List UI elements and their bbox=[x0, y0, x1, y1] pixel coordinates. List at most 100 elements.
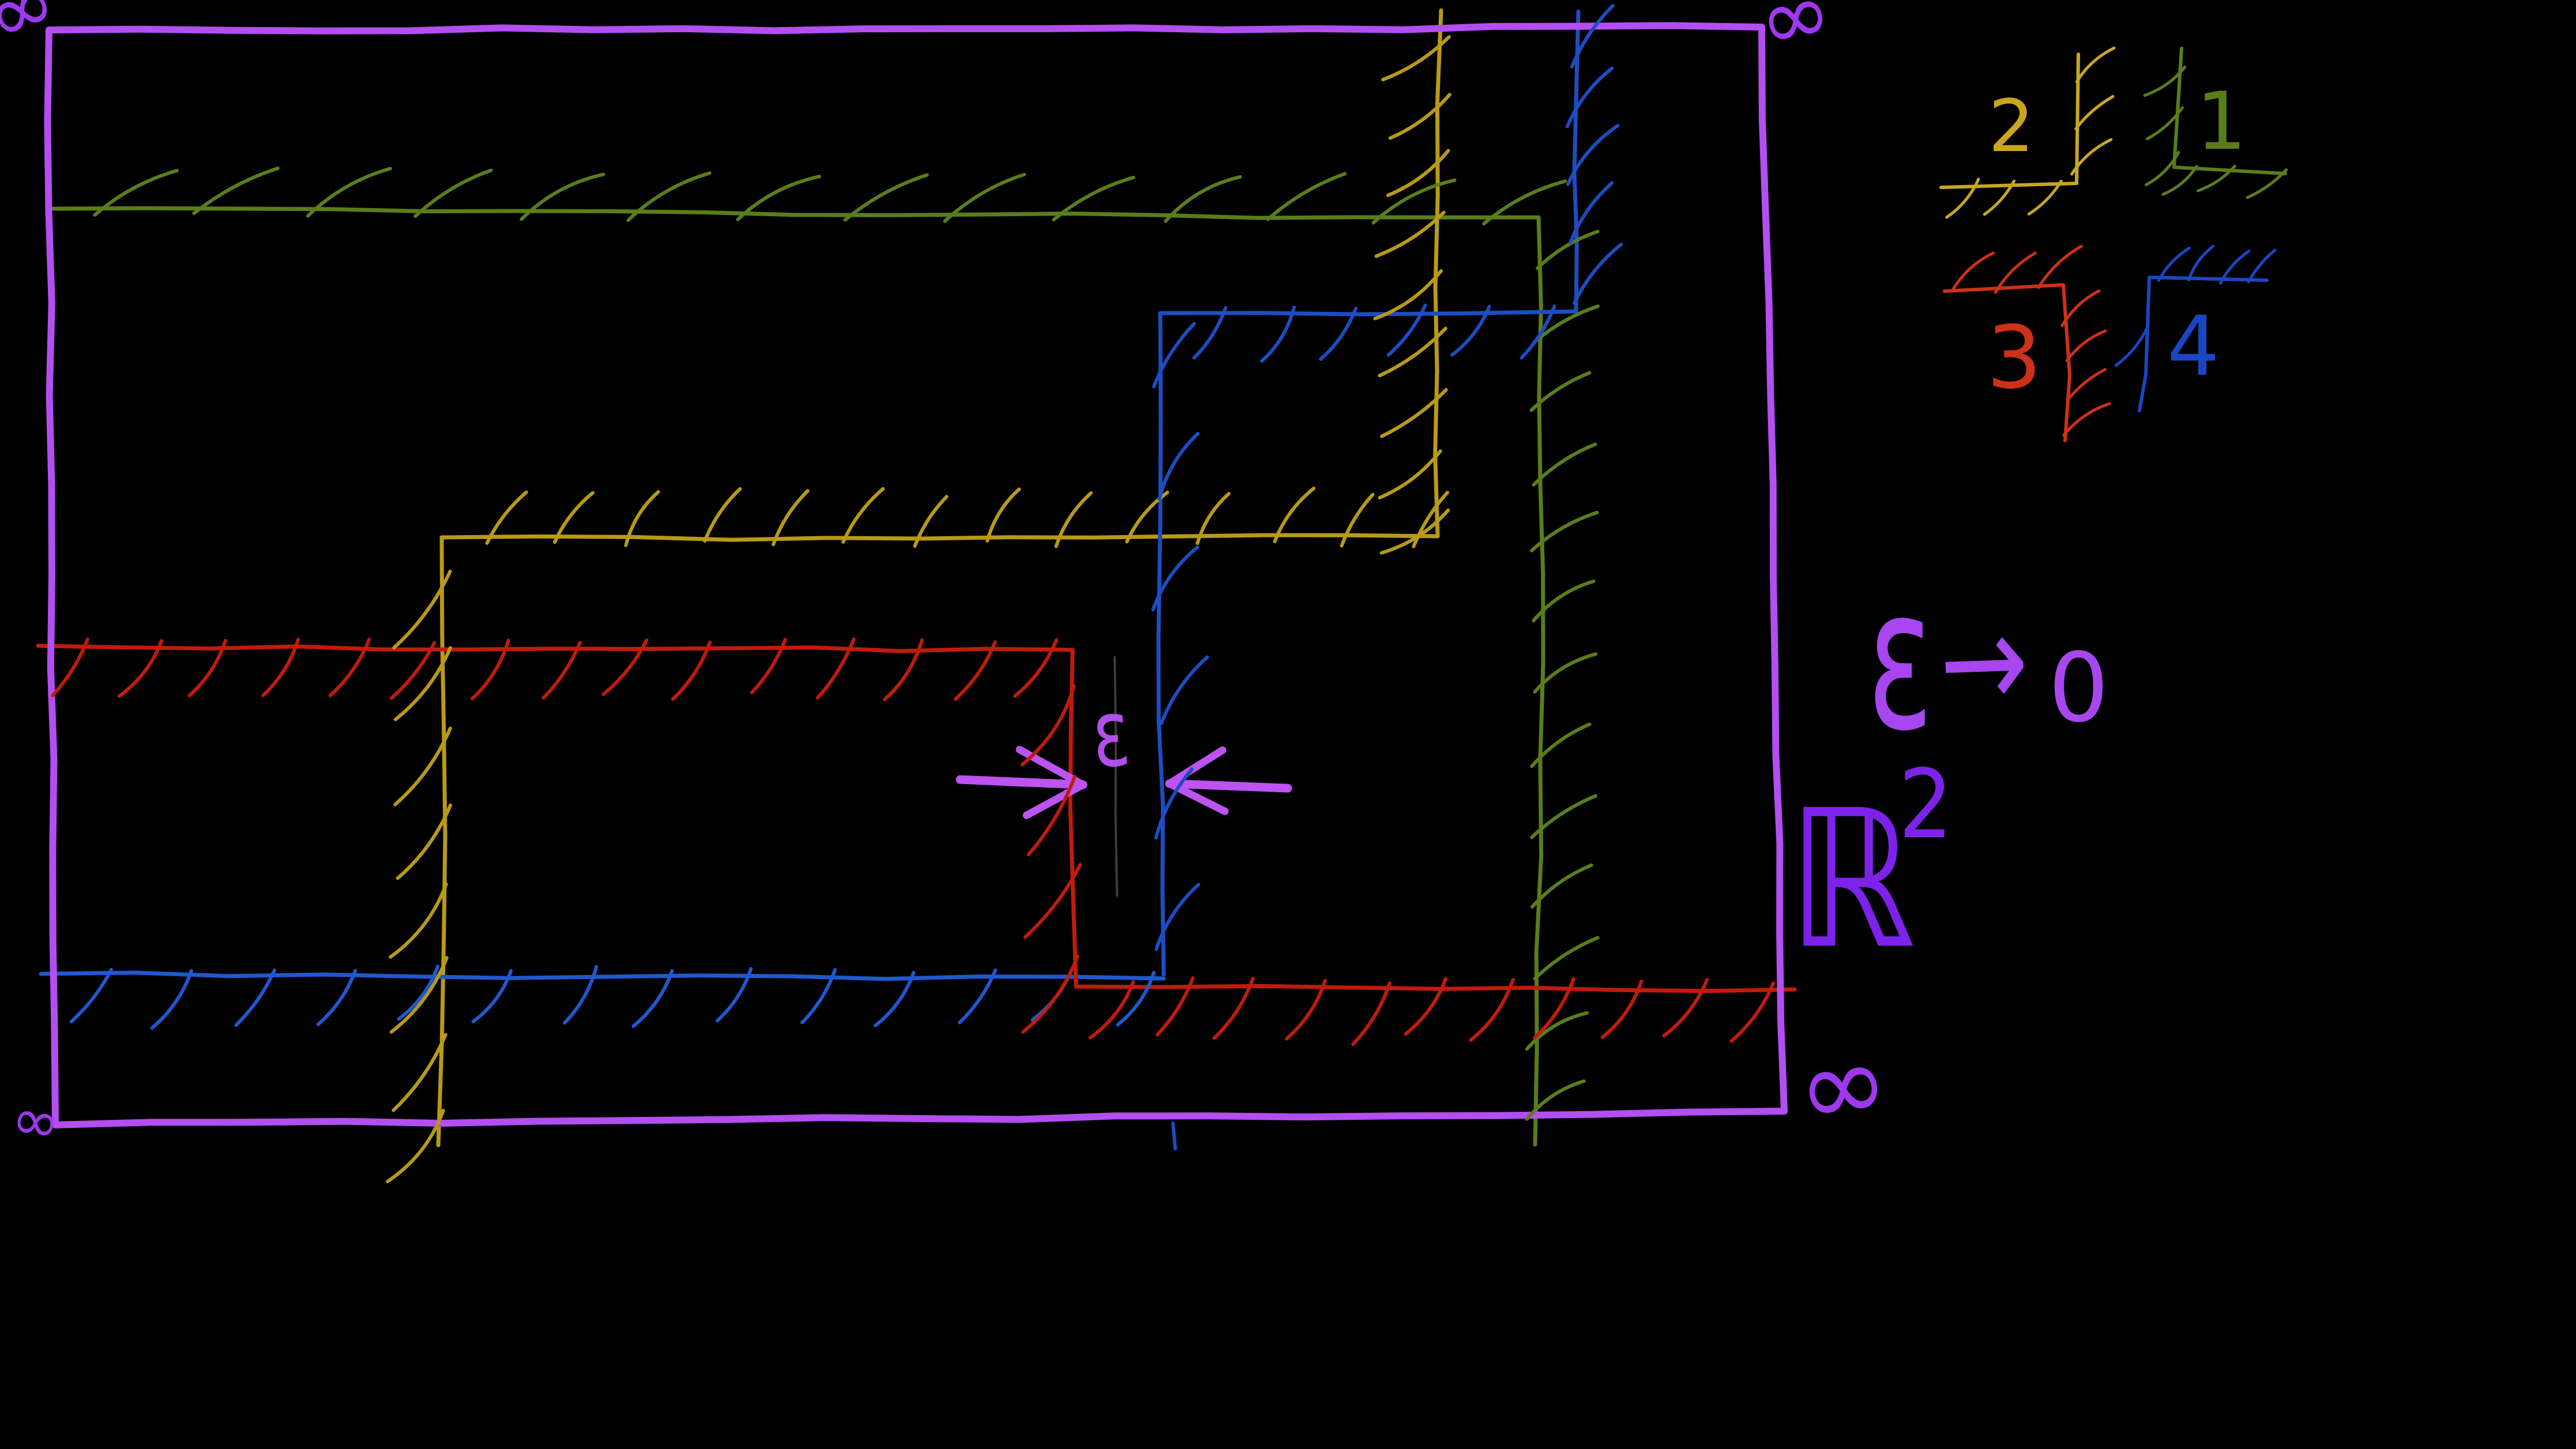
blue-bottom-horizontal-hatch-stroke bbox=[800, 968, 837, 1025]
blue-mid-horizontal-hatch-stroke bbox=[1192, 306, 1228, 360]
yellow-top-vertical-hatch-stroke bbox=[1378, 326, 1447, 378]
legend3-corner bbox=[1943, 283, 2071, 442]
yellow-left-vertical-hatch-stroke bbox=[393, 646, 452, 721]
blue-bottom-horizontal-hatch-stroke bbox=[69, 968, 113, 1023]
red-top-horizontal-hatch-stroke bbox=[390, 641, 437, 700]
green-top-hatch-stroke bbox=[943, 172, 1026, 223]
yellow-left-vertical-hatch-stroke bbox=[389, 882, 448, 959]
yellow-top-vertical-hatch-stroke bbox=[1386, 149, 1450, 197]
yellow-horizontal-hatch-stroke bbox=[1125, 491, 1169, 544]
blue-bottom-horizontal-hatch-stroke bbox=[874, 970, 916, 1028]
blue-top-vertical-hatch-stroke bbox=[1573, 242, 1623, 305]
yellow-horizontal-hatch-stroke bbox=[1054, 491, 1093, 548]
green-top-hatch-stroke bbox=[306, 167, 392, 218]
legend4-vertical-hatch bbox=[2114, 325, 2150, 367]
plane-exponent: 2 bbox=[1898, 750, 1953, 860]
yellow-horizontal-hatch-stroke bbox=[1195, 492, 1231, 545]
blue-mid-horizontal-hatch-stroke bbox=[1450, 304, 1491, 357]
plane-symbol: ℝ bbox=[1788, 770, 1916, 991]
blue-bottom-horizontal-hatch-stroke bbox=[397, 965, 440, 1021]
yellow-horizontal-hatch-stroke bbox=[913, 495, 949, 548]
blue-top-vertical-hatch-stroke bbox=[1570, 3, 1615, 69]
blue-mid-vertical-hatch-stroke bbox=[1160, 655, 1209, 725]
yellow-horizontal-hatch-stroke bbox=[1273, 486, 1316, 544]
green-right-hatch-stroke bbox=[1533, 936, 1600, 981]
yellow-left-vertical-hatch bbox=[386, 570, 453, 1183]
green-top-hatch-stroke bbox=[1266, 172, 1347, 221]
green-top-hatch-stroke bbox=[93, 168, 179, 217]
blue-mid-vertical-hatch-stroke bbox=[1151, 545, 1199, 612]
legend2-horizontal-hatch-stroke bbox=[1983, 179, 2015, 216]
red-bottom-horizontal bbox=[1074, 984, 1797, 993]
blue-bottom-horizontal-hatch-stroke bbox=[234, 968, 276, 1027]
red-bottom-horizontal-hatch-stroke bbox=[1729, 981, 1776, 1043]
blue-mid-horizontal-hatch-stroke bbox=[1260, 306, 1296, 363]
legend3-vertical-hatch-stroke bbox=[2060, 289, 2101, 328]
plane-frame bbox=[44, 22, 1788, 1128]
yellow-horizontal-hatch-stroke bbox=[485, 490, 528, 545]
green-top-hatch-stroke bbox=[1482, 179, 1567, 225]
legend4-vertical-hatch-stroke bbox=[2114, 325, 2150, 367]
infinity-bottom-left: ∞ bbox=[7, 1084, 65, 1157]
red-top-horizontal-hatch-stroke bbox=[51, 637, 89, 698]
legend3-vertical-hatch-stroke bbox=[2066, 368, 2107, 401]
yellow-horizontal-hatch-stroke bbox=[703, 487, 742, 543]
epsilon-arrow-left-barb-upper bbox=[1165, 746, 1227, 788]
red-top-horizontal-hatch bbox=[51, 637, 1058, 701]
red-top-horizontal-hatch-stroke bbox=[541, 641, 582, 700]
red-bottom-horizontal-hatch-stroke bbox=[1404, 977, 1447, 1036]
yellow-horizontal-hatch bbox=[485, 486, 1449, 548]
epsilon-limit-zero: 0 bbox=[2048, 633, 2109, 743]
legend1-vertical-hatch-stroke bbox=[2145, 150, 2180, 186]
red-bottom-horizontal-hatch-stroke bbox=[1600, 979, 1644, 1039]
red-mid-vertical bbox=[1068, 648, 1078, 989]
blue-top-vertical-hatch-stroke bbox=[1569, 181, 1614, 244]
legend-number-3: 3 bbox=[1987, 308, 2041, 408]
blue-mid-vertical bbox=[1156, 311, 1166, 977]
red-top-horizontal-hatch-stroke bbox=[328, 638, 371, 698]
green-top-boundary bbox=[47, 206, 1541, 220]
yellow-horizontal-hatch-stroke bbox=[986, 487, 1021, 543]
green-right-boundary bbox=[1533, 215, 1545, 1147]
green-top-hatch-stroke bbox=[626, 171, 712, 223]
ghost-epsilon-limit-line bbox=[1114, 656, 1118, 897]
green-right-hatch bbox=[1525, 229, 1600, 1121]
blue-top-vertical-hatch-stroke bbox=[1565, 66, 1614, 129]
red-bottom-horizontal-hatch bbox=[1088, 976, 1776, 1046]
blue-bottom-horizontal-hatch-stroke bbox=[316, 969, 358, 1026]
yellow-top-vertical-hatch-stroke bbox=[1380, 388, 1448, 438]
red-mid-vertical-hatch-stroke bbox=[1020, 684, 1076, 766]
legend3-vertical-hatch bbox=[2060, 289, 2111, 437]
legend4-horizontal-hatch bbox=[2157, 244, 2277, 285]
red-top-horizontal-hatch-stroke bbox=[601, 638, 649, 696]
red-top-horizontal-hatch-stroke bbox=[750, 638, 787, 694]
blue-mid-vertical-hatch-stroke bbox=[1154, 767, 1194, 840]
legend3-vertical-hatch-stroke bbox=[2062, 402, 2111, 437]
yellow-horizontal bbox=[439, 533, 1440, 542]
red-top-horizontal-hatch-stroke bbox=[117, 639, 164, 698]
legend2-horizontal-hatch-stroke bbox=[1945, 178, 1980, 219]
green-right-hatch-stroke bbox=[1530, 510, 1599, 552]
red-top-horizontal-hatch-stroke bbox=[883, 638, 924, 701]
red-top-horizontal-hatch-stroke bbox=[261, 638, 300, 698]
green-right-hatch-stroke bbox=[1533, 652, 1598, 694]
red-bottom-horizontal-hatch-stroke bbox=[1662, 978, 1709, 1038]
blue-mid-horizontal-hatch-stroke bbox=[1520, 304, 1556, 360]
green-top-hatch-stroke bbox=[520, 172, 606, 221]
red-top-horizontal-hatch-stroke bbox=[187, 638, 227, 698]
legend3-horizontal-hatch-stroke bbox=[1951, 251, 1995, 291]
green-top-hatch-stroke bbox=[192, 166, 280, 216]
red-bottom-horizontal-hatch-stroke bbox=[1088, 980, 1135, 1040]
blue-mid-horizontal-hatch bbox=[1192, 303, 1556, 363]
yellow-top-vertical-hatch-stroke bbox=[1381, 35, 1451, 82]
infinity-top-left: ∞ bbox=[0, 0, 70, 66]
yellow-top-vertical bbox=[1433, 8, 1443, 539]
red-top-horizontal-hatch-stroke bbox=[954, 640, 997, 701]
legend-number-4: 4 bbox=[2167, 298, 2220, 394]
red-mid-vertical-hatch-stroke bbox=[1023, 863, 1082, 939]
legend1-horizontal-hatch-stroke bbox=[2246, 168, 2288, 200]
blue-bottom-horizontal-hatch-stroke bbox=[563, 965, 599, 1025]
blue-top-vertical-hatch bbox=[1565, 3, 1623, 305]
yellow-left-vertical-hatch-stroke bbox=[392, 570, 452, 650]
